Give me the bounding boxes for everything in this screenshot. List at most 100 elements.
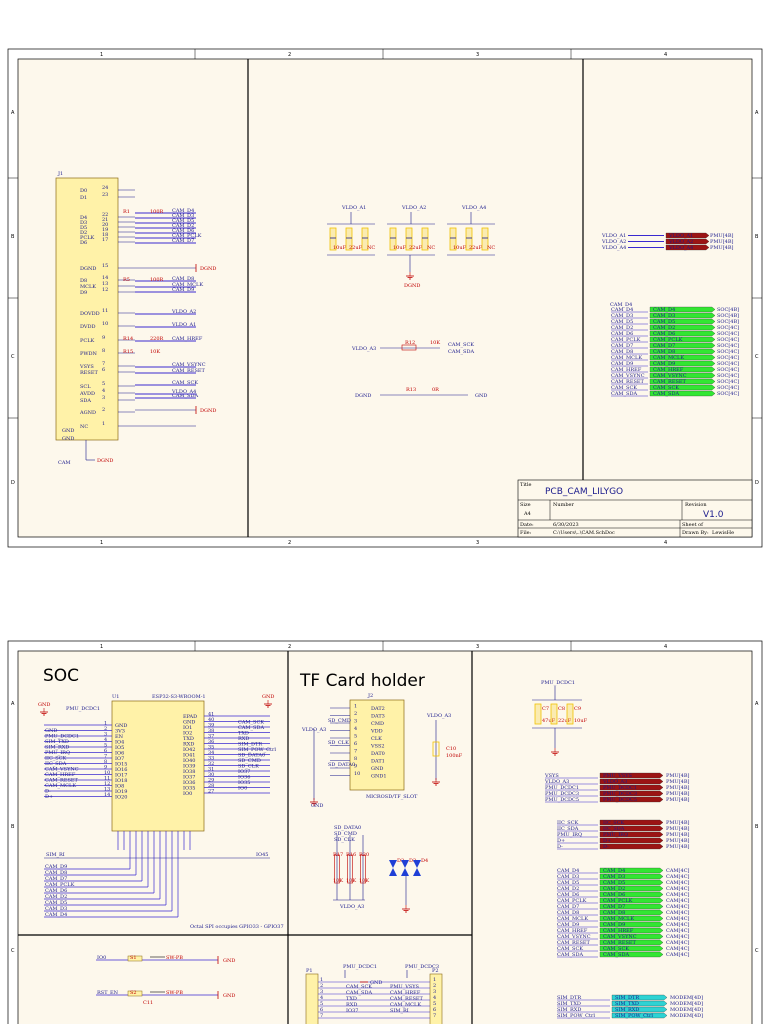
tf-pin-num: 4 [354,726,357,732]
port-net-label: CAM_D4 [603,868,625,874]
port-net-label: SIM_TXD [615,1001,639,1007]
s2-ruler-col-3: 3 [476,644,479,650]
soc-net: CAM_D6 [611,331,633,337]
s2-ruler-row-c-r: C [755,948,759,954]
soc-ref: SOC[4C] [717,343,739,349]
pin-number: 21 [102,217,108,223]
net-label: VLDO_A1 [171,322,196,328]
soc-title: SOC [43,666,79,686]
header-pin-num: 4 [433,995,436,1001]
module-right-net: SIM_POW_Ctrl [238,747,276,753]
bottom-net-label: CAM_D5 [45,900,67,906]
ruler-side: A B C D A B C D [8,110,762,486]
port-side-label: PMU_DCDC1 [545,785,579,791]
soc-net: CAM_D3 [611,313,633,319]
button-net: IO0 [97,955,106,961]
soc-net: CAM_SDA [611,391,637,397]
module-pin-num: 34 [208,750,214,756]
cap-ref: C8 [558,706,565,712]
number-label: Number [553,502,574,508]
soc-ref: SOC[4C] [717,337,739,343]
module-pin-label: IO39 [183,764,195,770]
module-pin-label: IO37 [183,775,195,781]
header-net-a: CAM_SCK [346,984,372,990]
net-wire: CAM_D9 [135,287,196,293]
net-wire: CAM_SDA [135,393,198,399]
net-wire: CAM_D8 [135,276,196,282]
soc-port: CAM_D2 [649,324,716,331]
rail-label: VLDO_A4 [461,205,486,211]
port-net-label: CAM_VSYNC [653,373,687,379]
module-pin-num: 13 [104,787,110,793]
port-net-label: CAM_D4 [653,307,675,313]
port: SIM_DTR [611,994,668,1001]
port: PMU_DCDC5 [599,796,664,803]
pin-label: PCLK [80,235,95,241]
port: CAM_D5 [599,879,664,886]
port-net-label: CAM_D8 [653,349,675,355]
header-net-b: SIM_RI [390,1008,409,1014]
net-label: CAM_D2 [172,223,194,229]
date-label: Date: [520,522,534,528]
pullup-circuit: VLDO_A3 R12 10K CAM_SCK CAM_SDA DGND R13… [351,340,487,399]
header-pin-num: 5 [320,1001,323,1007]
port: CAM_PCLK [599,897,664,904]
pin-label: D6 [80,240,87,246]
pin-number: 20 [102,222,108,228]
port-side-label: CAM_VSYNC [557,934,591,940]
header-rail2: PMU_DCDC3 [405,964,439,970]
pin-label: AVDD [79,391,95,397]
pmu-ref: PMU[4B] [710,239,734,245]
res-ref: R16 [346,852,356,858]
module-left-net: GND [45,728,57,734]
port-net-label: VLDO_A4 [668,245,693,251]
module-pin-label: IO41 [183,753,195,759]
gnd-label: GND [262,694,274,700]
module-pin-label: IO42 [183,747,195,753]
port-side-label: CAM_D5 [557,880,579,886]
header-net-a: CAM_SDA [346,990,372,996]
net-label: CAM_D3 [172,213,194,219]
module-pin-num: 8 [104,759,107,765]
date-value: 6/30/2023 [553,522,579,528]
bottom-net-label: CAM_D6 [45,888,67,894]
port: CAM_D7 [599,903,664,910]
port-ref: PMU[4B] [666,838,690,844]
module-right-net: SD_CMD [238,758,261,764]
port-side-label: IIC_SDA [557,826,579,832]
port-net-label: CAM_HREF [653,367,684,373]
ruler-row-c-r: C [755,354,759,360]
s2-ruler-col-1: 1 [100,644,103,650]
revision-label: Revision [685,502,707,508]
module-pin-label: GND [183,720,195,726]
module-right-net: SD_CLK [238,764,259,770]
port-net-label: D+ [603,838,611,844]
port: D- [599,843,664,850]
tf-pins: DAT21DAT32CMD3VDD4CLK5VSS26DAT07DAT18GND… [310,704,440,806]
module-right-net: CAM_SDA [238,725,264,731]
port-net-label: CAM_PCLK [603,898,633,904]
module-pin-label: EN [115,734,124,740]
pmu-dcdc1: PMU_DCDC1 [541,680,575,686]
module-pin-num: 37 [208,734,214,740]
net-label: VLDO_A4 [171,389,196,395]
pin-number: 8 [102,348,105,354]
net-wire: CAM_VSYNC [135,362,206,368]
tf-pin-num: 2 [354,711,357,717]
port-side-label: SIM_POW_Ctrl [557,1013,595,1019]
port: CAM_D8 [599,909,664,916]
module-pin-num: 12 [104,781,110,787]
pin-number: 4 [102,388,105,394]
pullup-r1: R12 [405,340,415,346]
sheet-label: Sheet of [682,522,704,528]
port: VLDO_A3 [599,778,664,785]
